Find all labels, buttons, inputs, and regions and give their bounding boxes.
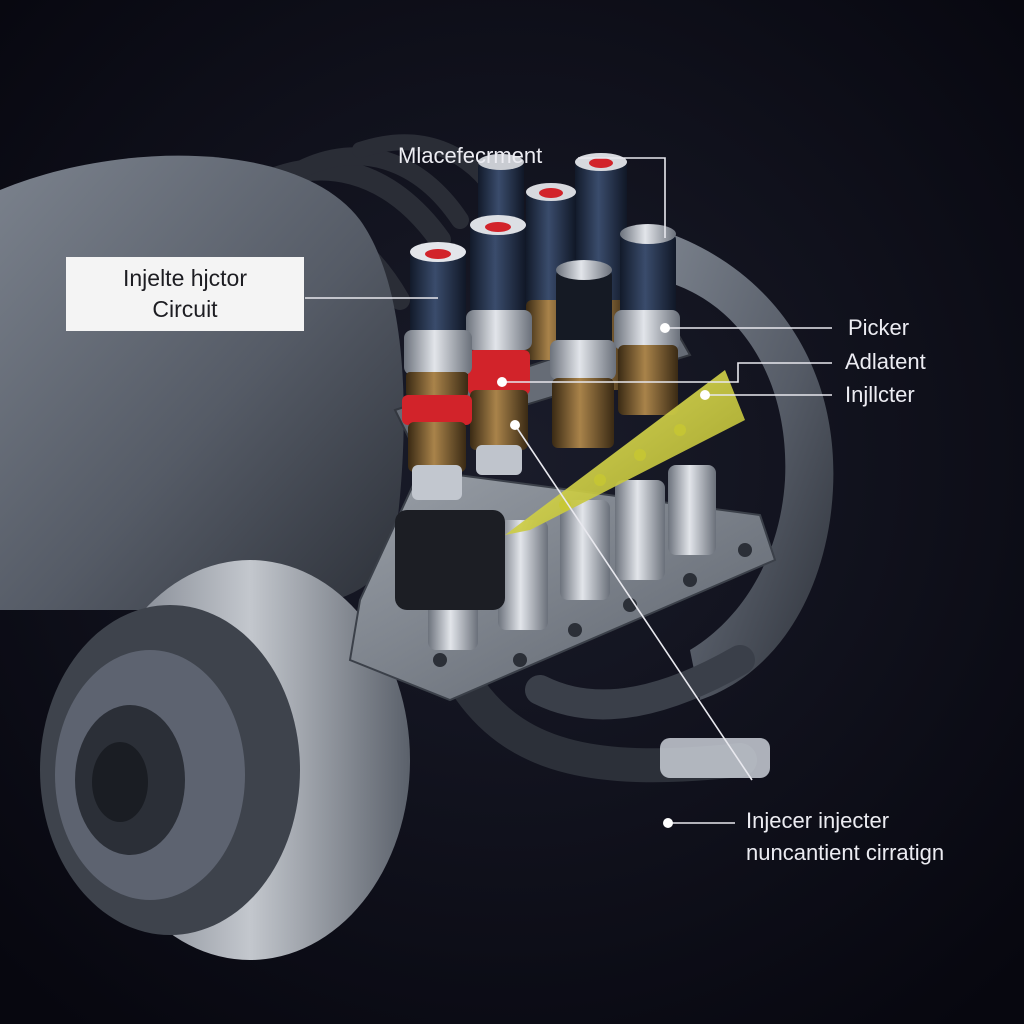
label-box-line1: Injelte hjctor bbox=[122, 265, 247, 291]
label-box: Injelte hjctor Circuit bbox=[66, 257, 304, 331]
leader-lines bbox=[305, 157, 832, 824]
label-right-1: Picker bbox=[848, 315, 910, 340]
injector-front bbox=[402, 242, 472, 500]
label-right-3: Injllcter bbox=[845, 382, 915, 407]
label-bottom-line2: nuncantient cirratign bbox=[746, 840, 945, 865]
hose-fitting bbox=[660, 738, 770, 778]
highlight-blade bbox=[505, 370, 745, 535]
injector-right bbox=[614, 224, 680, 415]
right-housing bbox=[660, 230, 834, 700]
label-bottom-line1: Injecer injecter bbox=[746, 808, 890, 833]
label-right-2: Adlatent bbox=[845, 349, 926, 374]
connector-block bbox=[395, 510, 505, 610]
injector-middle bbox=[550, 260, 616, 448]
label-box-line2: Circuit bbox=[152, 296, 218, 322]
leader-dots bbox=[497, 323, 710, 828]
left-housing bbox=[0, 155, 404, 610]
cylinder-posts bbox=[428, 465, 716, 650]
injector-center bbox=[466, 215, 532, 475]
label-top: Mlacefecrment bbox=[398, 143, 543, 168]
pulley-wheel bbox=[40, 560, 410, 960]
